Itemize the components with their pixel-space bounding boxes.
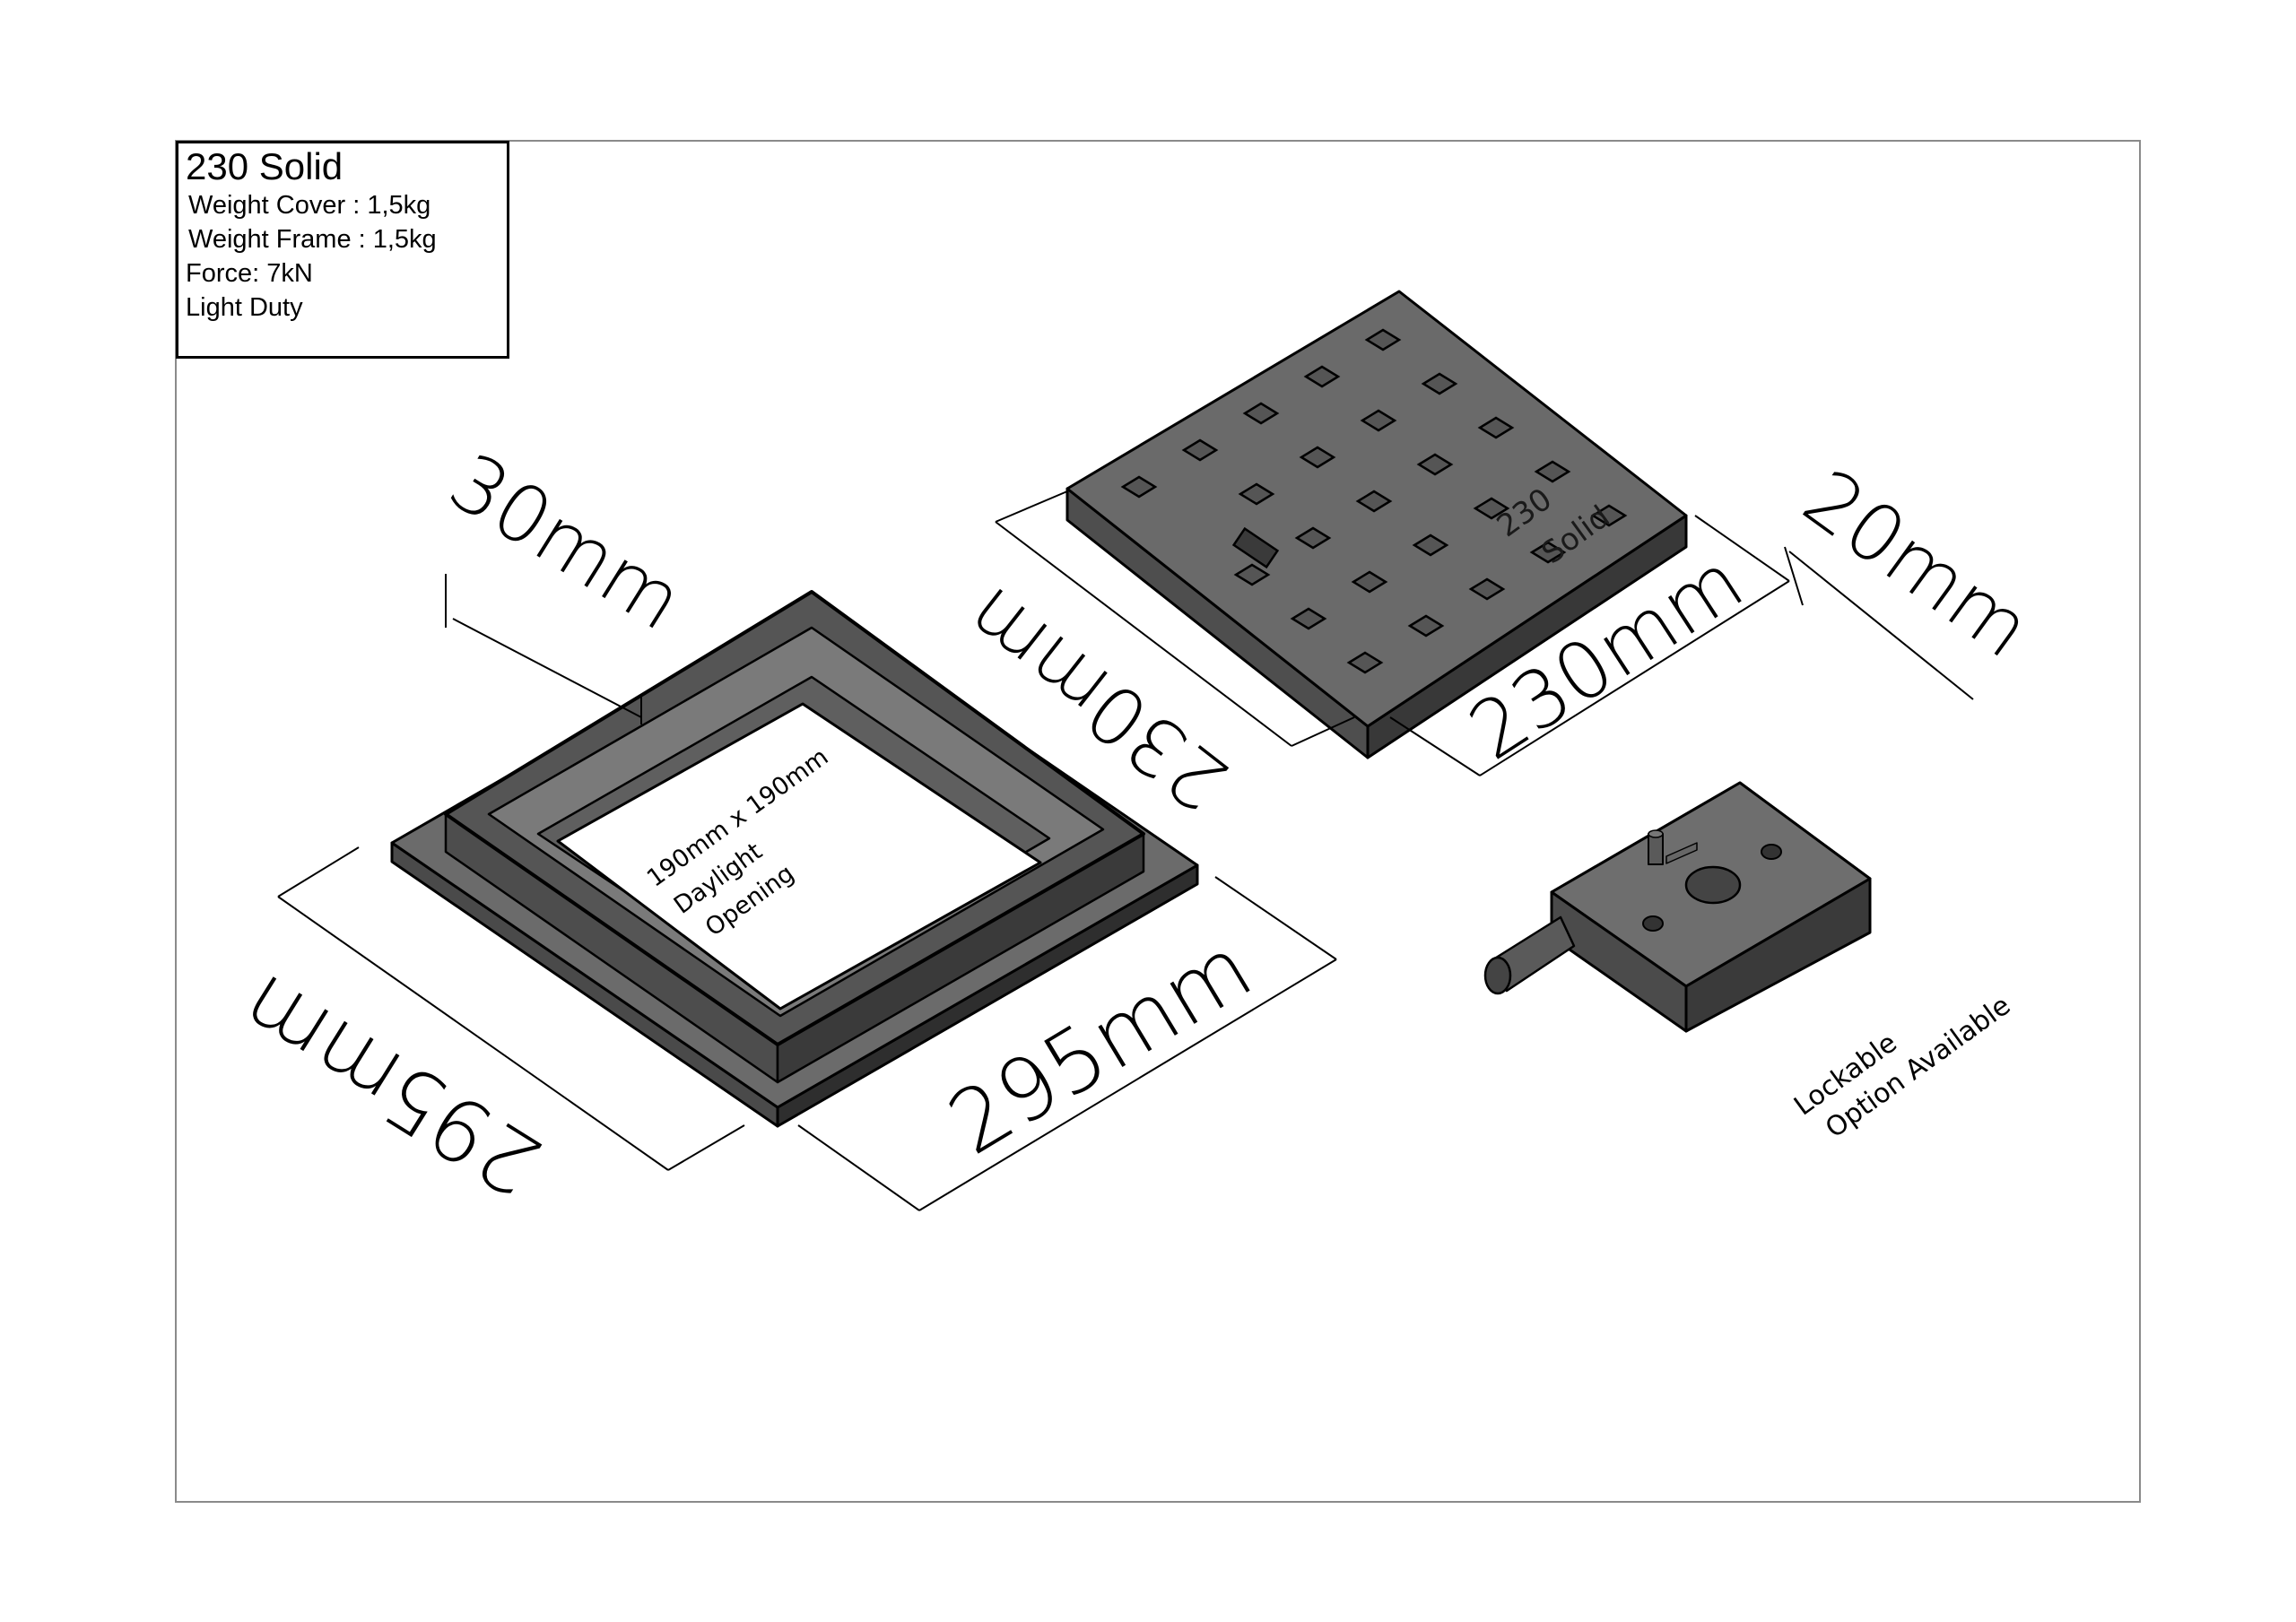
anti-slip-stud: [1233, 563, 1271, 586]
frame-depth-label: 30mm: [434, 435, 699, 648]
anti-slip-stud: [1360, 409, 1397, 432]
anti-slip-stud: [1120, 475, 1158, 499]
force-text: Force: 7kN: [186, 259, 313, 288]
anti-slip-stud: [1416, 453, 1454, 476]
anti-slip-stud: [1407, 614, 1445, 638]
anti-slip-stud: [1529, 541, 1567, 564]
anti-slip-stud: [1238, 482, 1275, 506]
frame-length-left-label: 295mm: [223, 954, 558, 1215]
cover-dimension-lines: [995, 490, 1974, 776]
anti-slip-stud: [1290, 607, 1327, 630]
anti-slip-stud: [1364, 328, 1402, 351]
anti-slip-stud: [1299, 446, 1336, 469]
anti-slip-stud: [1242, 402, 1280, 425]
anti-slip-stud: [1346, 651, 1384, 674]
cover-depth-label: 20mm: [1787, 452, 2048, 676]
anti-slip-stud: [1294, 526, 1332, 550]
anti-slip-stud: [1473, 497, 1510, 520]
anti-slip-stud: [1412, 533, 1449, 557]
duty-text: Light Duty: [186, 293, 303, 322]
weight-frame-text: Weight Frame : 1,5kg: [188, 225, 437, 254]
anti-slip-stud: [1468, 577, 1506, 601]
weight-cover-text: Weight Cover : 1,5kg: [188, 191, 431, 220]
anti-slip-stud: [1181, 438, 1219, 462]
spec-info-box: 230 Solid Weight Cover : 1,5kg Weight Fr…: [176, 141, 509, 359]
frame-illustration: [390, 590, 1199, 1128]
cover-anti-slip-studs: [1120, 328, 1628, 674]
cover-keyhole-slot: [1231, 526, 1280, 569]
anti-slip-stud: [1355, 490, 1393, 513]
product-title: 230 Solid: [186, 145, 344, 187]
frame-dimension-lines: [277, 574, 1337, 1211]
anti-slip-stud: [1303, 365, 1341, 388]
anti-slip-stud: [1590, 504, 1628, 527]
lock-illustration: [1483, 781, 1872, 1033]
anti-slip-stud: [1477, 416, 1515, 439]
anti-slip-stud: [1534, 460, 1571, 483]
drawing-border: [175, 140, 2141, 1503]
anti-slip-stud: [1421, 372, 1458, 395]
anti-slip-stud: [1351, 570, 1388, 594]
